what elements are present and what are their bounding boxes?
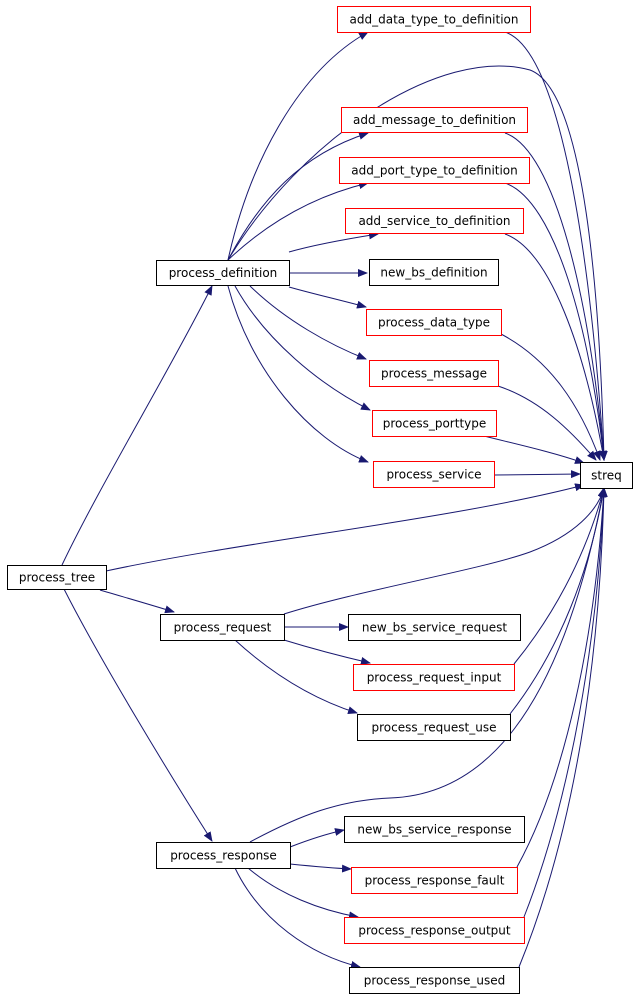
- node-box: [366, 309, 502, 336]
- edge-process_request-to-process_request_input: [283, 639, 371, 665]
- node-process_definition: process_definition: [156, 260, 290, 286]
- edge-process_response_fault-to-streq: [516, 487, 608, 868]
- node-label: new_bs_definition: [380, 266, 487, 280]
- edge-process_request-to-streq: [283, 487, 606, 615]
- edge-layer: [61, 31, 608, 969]
- node-process_response_fault[interactable]: process_response_fault: [351, 867, 518, 894]
- node-box: [341, 107, 528, 133]
- node-label: process_response: [170, 849, 277, 863]
- node-process_response_output[interactable]: process_response_output: [344, 917, 525, 944]
- node-add_port_type_to_definition[interactable]: add_port_type_to_definition: [339, 157, 530, 184]
- edge-process_request-to-process_request_use: [234, 639, 358, 715]
- node-label: add_data_type_to_definition: [350, 13, 519, 27]
- node-box: [344, 816, 525, 843]
- edge-process_response-to-streq: [249, 487, 607, 843]
- node-process_request_use: process_request_use: [357, 714, 511, 741]
- edge-process_tree-to-streq: [105, 483, 585, 572]
- node-process_request_input[interactable]: process_request_input: [353, 664, 515, 691]
- node-process_service[interactable]: process_service: [373, 461, 495, 488]
- edge-process_definition-to-process_data_type: [288, 286, 367, 309]
- node-label: new_bs_service_request: [362, 621, 508, 635]
- edge-process_request_input-to-streq: [513, 487, 606, 665]
- edge-process_response_output-to-streq: [523, 487, 608, 918]
- node-process_request: process_request: [160, 614, 285, 641]
- edge-process_response-to-process_response_output: [247, 867, 359, 920]
- node-new_bs_service_request: new_bs_service_request: [348, 614, 521, 641]
- node-box: [373, 461, 495, 488]
- node-process_porttype[interactable]: process_porttype: [372, 410, 497, 437]
- node-box: [372, 410, 497, 437]
- node-label: process_message: [381, 367, 487, 381]
- edge-add_data_type_to_definition-to-streq: [504, 31, 608, 461]
- node-box: [160, 614, 285, 641]
- node-layer: process_tree process_definition process_re…: [7, 6, 633, 994]
- node-box: [349, 967, 520, 994]
- node-label: new_bs_service_response: [357, 823, 511, 837]
- edge-process_tree-to-process_request: [99, 589, 175, 614]
- node-add_service_to_definition[interactable]: add_service_to_definition: [345, 208, 524, 234]
- node-process_response_used: process_response_used: [349, 967, 520, 994]
- node-label: process_data_type: [378, 316, 490, 330]
- edge-add_message_to_definition-to-streq: [504, 132, 608, 461]
- node-box: [348, 614, 521, 641]
- edge-process_definition-to-add_port_type_to_definition: [227, 181, 369, 261]
- node-box: [369, 259, 499, 286]
- node-box: [345, 208, 524, 234]
- node-process_message[interactable]: process_message: [369, 360, 499, 387]
- node-label: process_response_output: [358, 924, 510, 938]
- edge-process_porttype-to-streq: [483, 435, 585, 464]
- edge-process_definition-to-add_data_type_to_definition: [227, 31, 369, 261]
- node-box: [7, 565, 107, 590]
- node-label: add_message_to_definition: [353, 113, 516, 127]
- edge-add_service_to_definition-to-streq: [504, 233, 607, 461]
- edge-process_response-to-new_bs_service_response: [289, 828, 345, 848]
- node-box: [156, 842, 291, 869]
- node-add_data_type_to_definition[interactable]: add_data_type_to_definition: [337, 6, 531, 33]
- node-box: [357, 714, 511, 741]
- node-label: process_request_use: [372, 721, 497, 735]
- node-label: process_porttype: [383, 417, 487, 431]
- node-label: process_request: [174, 621, 272, 635]
- node-label: add_port_type_to_definition: [351, 164, 518, 178]
- node-box: [339, 157, 530, 184]
- node-new_bs_service_response: new_bs_service_response: [344, 816, 525, 843]
- edge-process_response-to-process_response_used: [234, 867, 361, 969]
- node-label: add_service_to_definition: [358, 214, 510, 228]
- edge-process_service-to-streq: [493, 470, 581, 479]
- node-label: process_tree: [19, 571, 95, 585]
- node-box: [351, 867, 518, 894]
- edge-process_tree-to-process_definition: [61, 285, 213, 566]
- node-label: streq: [591, 469, 622, 483]
- edge-add_port_type_to_definition-to-streq: [504, 182, 608, 461]
- edge-process_response-to-process_response_fault: [289, 863, 352, 873]
- edge-process_message-to-streq: [497, 385, 597, 461]
- edge-process_data_type-to-streq: [500, 333, 601, 461]
- node-box: [344, 917, 525, 944]
- edge-process_response_used-to-streq: [518, 487, 608, 968]
- node-label: process_request_input: [367, 671, 502, 685]
- node-box: [156, 260, 290, 286]
- node-label: process_response_fault: [365, 874, 505, 888]
- node-process_data_type[interactable]: process_data_type: [366, 309, 502, 336]
- edge-process_definition-to-process_message: [249, 285, 367, 360]
- edge-process_definition-to-process_service: [227, 285, 369, 463]
- node-box: [353, 664, 515, 691]
- node-label: process_service: [386, 468, 481, 482]
- node-box: [369, 360, 499, 387]
- node-add_message_to_definition[interactable]: add_message_to_definition: [341, 107, 528, 133]
- node-box: [580, 462, 633, 489]
- edge-process_definition-to-add_message_to_definition: [227, 131, 369, 261]
- node-process_tree: process_tree: [7, 565, 107, 590]
- node-label: process_definition: [169, 266, 278, 280]
- node-new_bs_definition: new_bs_definition: [369, 259, 499, 286]
- node-process_response: process_response: [156, 842, 291, 869]
- edge-process_definition-to-streq: [227, 65, 608, 461]
- edge-process_tree-to-process_response: [63, 588, 213, 842]
- edge-process_definition-to-add_service_to_definition: [288, 231, 379, 253]
- node-label: process_response_used: [364, 974, 505, 988]
- node-streq: streq: [580, 462, 633, 489]
- edge-process_definition-to-process_porttype: [234, 285, 371, 411]
- node-box: [337, 6, 531, 33]
